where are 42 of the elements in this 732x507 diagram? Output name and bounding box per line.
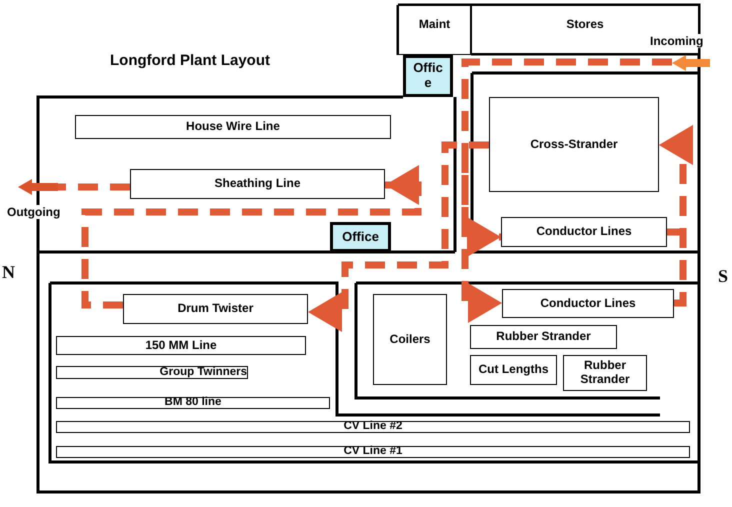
machine-box (123, 294, 308, 324)
machine-box (56, 446, 690, 458)
area-label: Cut Lengths (478, 363, 548, 377)
machine-box (56, 366, 248, 379)
machine-box (502, 289, 674, 318)
machine-box (130, 169, 385, 199)
machine-box (501, 217, 667, 247)
compass-label: S (718, 266, 728, 287)
machine-box (470, 325, 617, 349)
office-box (330, 222, 391, 252)
area-label: 150 MM Line (145, 338, 217, 352)
area-label: House Wire Line (186, 120, 280, 134)
room-box (398, 5, 471, 55)
machine-box (75, 115, 391, 139)
area-label: Coilers (390, 332, 430, 346)
flow-label: Incoming (650, 34, 704, 48)
machine-box (470, 355, 557, 385)
flow-arrow (462, 58, 672, 257)
area-label: Rubber Strander (579, 359, 631, 387)
flow-arrow (659, 125, 693, 306)
area-label: Sheathing Line (214, 177, 300, 191)
area-label: Conductor Lines (536, 225, 632, 239)
area-label: Office (342, 230, 379, 244)
title: Longford Plant Layout (110, 52, 270, 69)
area-label: Rubber Strander (496, 330, 591, 344)
machine-box (56, 397, 330, 409)
machine-box (56, 336, 306, 355)
machine-box (563, 355, 647, 391)
area-label: Stores (566, 18, 604, 32)
area-label: Maint (418, 18, 450, 32)
area-label: Group Twinners (160, 366, 247, 380)
compass-label: N (2, 262, 15, 283)
machine-box (373, 294, 447, 385)
office-box (403, 55, 453, 97)
area-label: Drum Twister (178, 302, 254, 316)
machine-box (56, 421, 690, 433)
flow-arrow (82, 165, 422, 308)
area-label: Conductor Lines (540, 296, 636, 310)
flow-label: Outgoing (6, 205, 62, 219)
area-label: Office (412, 61, 444, 91)
machine-box (489, 97, 659, 192)
area-label: Cross-Strander (530, 138, 618, 152)
